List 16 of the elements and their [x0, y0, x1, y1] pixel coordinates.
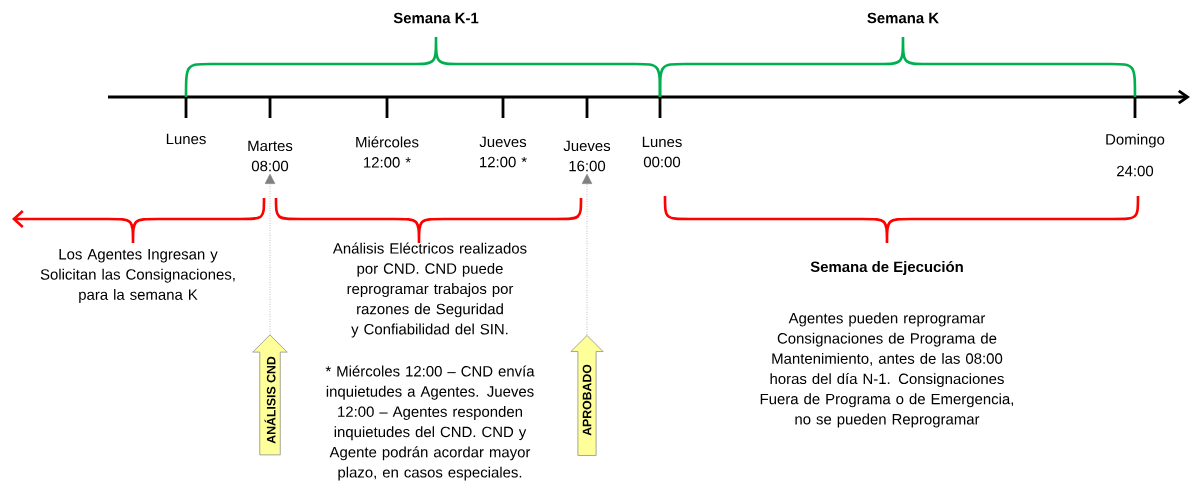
week-label: Semana K-1: [393, 12, 479, 24]
time-label: Miércoles 12:00 *: [356, 136, 419, 168]
dotted-arrow: [264, 173, 276, 335]
dotted-arrow: [581, 173, 593, 336]
time-label: Jueves 12:00 *: [479, 136, 527, 168]
week-label: Semana K: [867, 12, 939, 24]
day-label: Lunes: [166, 133, 206, 145]
time-label: Domingo 24:00: [1106, 133, 1165, 177]
description-text: Análisis Eléctricos realizados por CND. CND puede reprogramar trabajos por razones de Seguridad y Confiabilidad del SIN.: [332, 242, 527, 338]
time-label: Lunes 00:00: [642, 136, 682, 168]
time-label: Jueves 16:00: [563, 140, 611, 172]
footnote-text: * Miércoles 12:00 – CND envía inquietudes a Agentes. Jueves 12:00 – Agentes responden inquietudes del CND. CND y Agente podrán acordar mayor plazo, en casos especiales.: [325, 365, 535, 481]
description-text: Agentes pueden reprogramar Consignaciones de Programa de Mantenimiento, antes de las 08:00 horas del día N-1. Consignaciones Fuera de Programa o de Emergencia, no se pueden Reprogramar: [760, 312, 1014, 428]
time-label: Martes 08:00: [248, 140, 293, 172]
section-title: Semana de Ejecución: [810, 260, 963, 275]
description-text: Los Agentes Ingresan y Solicitan las Consignaciones, para la semana K: [40, 249, 235, 303]
